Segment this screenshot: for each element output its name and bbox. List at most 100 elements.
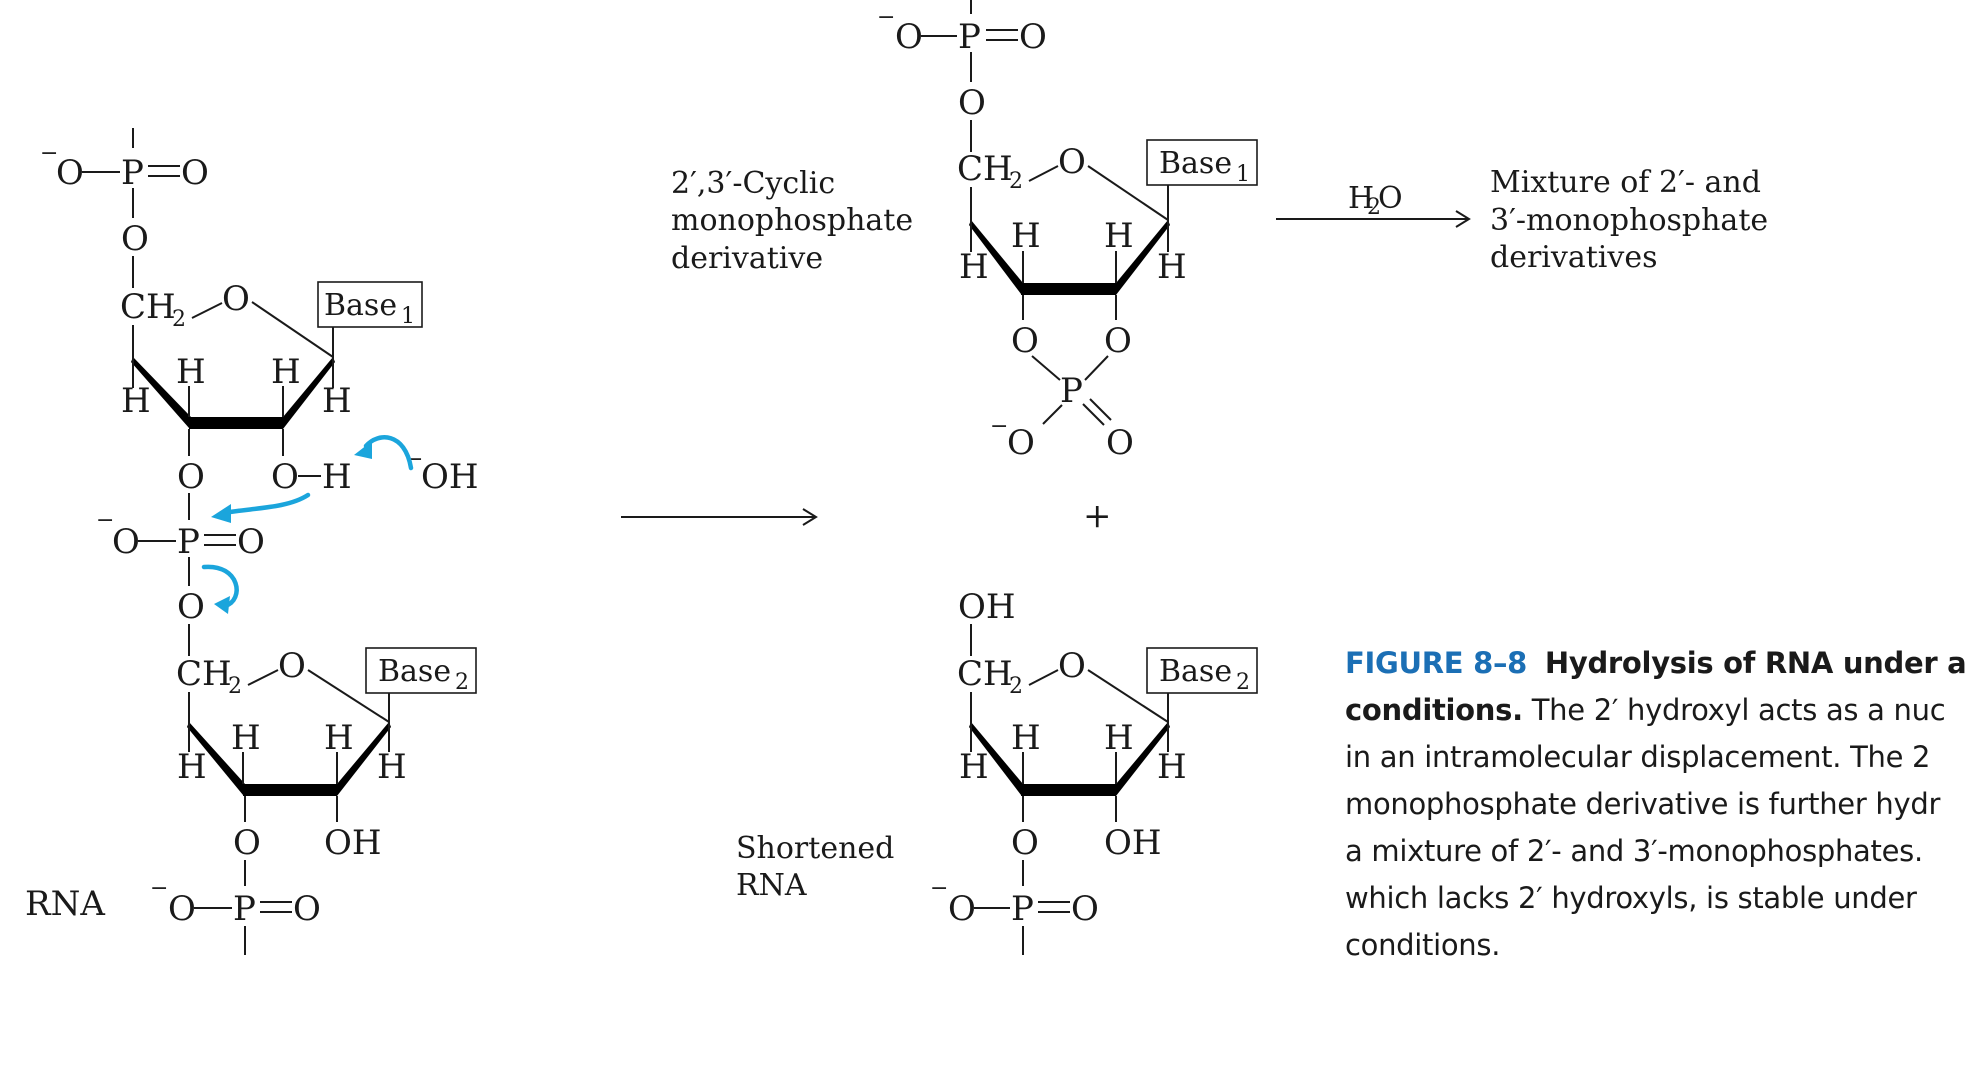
svg-text:O: O xyxy=(1007,423,1035,463)
svg-text:H: H xyxy=(1104,718,1134,758)
svg-text:H: H xyxy=(324,718,354,758)
svg-text:CH: CH xyxy=(957,654,1013,694)
svg-text:−: − xyxy=(96,508,114,533)
svg-text:H: H xyxy=(271,352,301,392)
caption-line-4: monophosphate derivative is further hydr xyxy=(1345,787,1941,821)
plus-sign: + xyxy=(1083,496,1112,536)
caption-title-end: conditions. xyxy=(1345,693,1523,727)
svg-text:H: H xyxy=(1348,181,1374,216)
svg-text:O: O xyxy=(1378,181,1403,216)
svg-text:2: 2 xyxy=(1367,195,1381,220)
hydrolysis-arrow: H 2 O xyxy=(1276,181,1471,228)
svg-text:O: O xyxy=(222,279,250,319)
cyclic-label-line1: 2′,3′-Cyclic xyxy=(671,166,835,201)
svg-text:2: 2 xyxy=(172,307,186,332)
svg-text:P: P xyxy=(121,153,144,193)
caption-line-6: which lacks 2′ hydroxyls, is stable unde… xyxy=(1345,881,1917,915)
shortened-label-line1: Shortened xyxy=(736,831,894,866)
svg-text:1: 1 xyxy=(401,304,415,329)
svg-text:H: H xyxy=(231,718,261,758)
svg-text:CH: CH xyxy=(176,654,232,694)
rna-hydrolysis-figure: − O P O O CH 2 O Base 1 H H H H O xyxy=(25,0,1966,970)
svg-text:−: − xyxy=(990,414,1008,439)
svg-text:O: O xyxy=(177,457,205,497)
caption-line-1: FIGURE 8–8 Hydrolysis of RNA under a xyxy=(1345,640,1966,687)
svg-text:O: O xyxy=(168,889,196,929)
svg-text:P: P xyxy=(958,17,981,57)
svg-text:O: O xyxy=(1058,646,1086,686)
mixture-label-line3: derivatives xyxy=(1490,240,1657,275)
svg-text:OH: OH xyxy=(421,457,479,497)
caption-line-5: a mixture of 2′- and 3′-monophosphates. xyxy=(1345,834,1923,868)
svg-text:O: O xyxy=(121,219,149,259)
shortened-rna-product: Shortened RNA OH CH 2 O Base 2 H H H H O… xyxy=(736,587,1258,955)
svg-text:H: H xyxy=(1157,747,1187,787)
svg-text:P: P xyxy=(1011,889,1034,929)
svg-text:−: − xyxy=(150,876,168,901)
reaction-arrow xyxy=(621,508,818,526)
svg-text:P: P xyxy=(177,522,200,562)
svg-text:2: 2 xyxy=(1236,670,1250,695)
svg-text:OH: OH xyxy=(958,587,1016,627)
svg-text:O: O xyxy=(895,17,923,57)
svg-text:Base: Base xyxy=(1159,654,1232,689)
svg-text:H: H xyxy=(322,381,352,421)
shortened-label-line2: RNA xyxy=(736,868,807,903)
svg-text:H: H xyxy=(1104,216,1134,256)
svg-text:O: O xyxy=(233,823,261,863)
figure-caption: FIGURE 8–8 Hydrolysis of RNA under a con… xyxy=(1345,640,1966,970)
mixture-label-line2: 3′-monophosphate xyxy=(1490,203,1768,238)
svg-text:Base: Base xyxy=(324,288,397,323)
svg-text:2: 2 xyxy=(1009,169,1023,194)
svg-text:−: − xyxy=(40,141,58,166)
svg-text:2: 2 xyxy=(228,674,242,699)
svg-text:O: O xyxy=(1011,321,1039,361)
svg-text:O: O xyxy=(278,646,306,686)
rna-strand: − O P O O CH 2 O Base 1 H H H H O xyxy=(25,128,479,955)
svg-text:H: H xyxy=(1011,718,1041,758)
svg-text:O: O xyxy=(271,457,299,497)
caption-title: Hydrolysis of RNA under a xyxy=(1544,646,1966,680)
svg-text:2: 2 xyxy=(1009,674,1023,699)
cyclic-monophosphate-product: 2′,3′-Cyclic monophosphate derivative − … xyxy=(671,0,1258,463)
svg-text:O: O xyxy=(293,889,321,929)
svg-text:H: H xyxy=(377,747,407,787)
caption-line-2: conditions. The 2′ hydroxyl acts as a nu… xyxy=(1345,687,1946,734)
mixture-label-line1: Mixture of 2′- and xyxy=(1490,165,1761,200)
svg-text:H: H xyxy=(177,747,207,787)
electron-push-arrows xyxy=(201,435,414,614)
reaction-scheme: − O P O O CH 2 O Base 1 H H H H O xyxy=(25,0,1768,955)
rna-label: RNA xyxy=(25,884,105,924)
svg-text:O: O xyxy=(1011,823,1039,863)
svg-text:P: P xyxy=(1060,371,1083,411)
svg-text:OH: OH xyxy=(1104,823,1162,863)
svg-text:−: − xyxy=(877,5,895,30)
svg-text:H: H xyxy=(1157,247,1187,287)
svg-text:H: H xyxy=(959,747,989,787)
svg-text:−: − xyxy=(930,876,948,901)
svg-text:Base: Base xyxy=(378,654,451,689)
svg-text:O: O xyxy=(181,153,209,193)
svg-text:1: 1 xyxy=(1236,162,1250,187)
svg-text:O: O xyxy=(1106,423,1134,463)
svg-text:O: O xyxy=(237,522,265,562)
svg-text:O: O xyxy=(56,153,84,193)
svg-text:O: O xyxy=(1058,142,1086,182)
caption-text: The 2′ hydroxyl acts as a nuc xyxy=(1531,693,1946,727)
svg-text:H: H xyxy=(1011,216,1041,256)
caption-line-3: in an intramolecular displacement. The 2 xyxy=(1345,740,1931,774)
caption-line-7: conditions. xyxy=(1345,928,1501,962)
svg-text:P: P xyxy=(233,889,256,929)
svg-text:O: O xyxy=(958,83,986,123)
svg-text:H: H xyxy=(176,352,206,392)
cyclic-label-line2: monophosphate xyxy=(671,203,913,238)
cyclic-label-line3: derivative xyxy=(671,241,823,276)
svg-text:O: O xyxy=(1071,889,1099,929)
svg-text:O: O xyxy=(948,889,976,929)
svg-text:CH: CH xyxy=(120,287,176,327)
svg-text:O: O xyxy=(112,522,140,562)
svg-text:2: 2 xyxy=(455,670,469,695)
svg-text:H: H xyxy=(959,247,989,287)
svg-text:O: O xyxy=(1019,17,1047,57)
svg-text:H: H xyxy=(322,457,352,497)
